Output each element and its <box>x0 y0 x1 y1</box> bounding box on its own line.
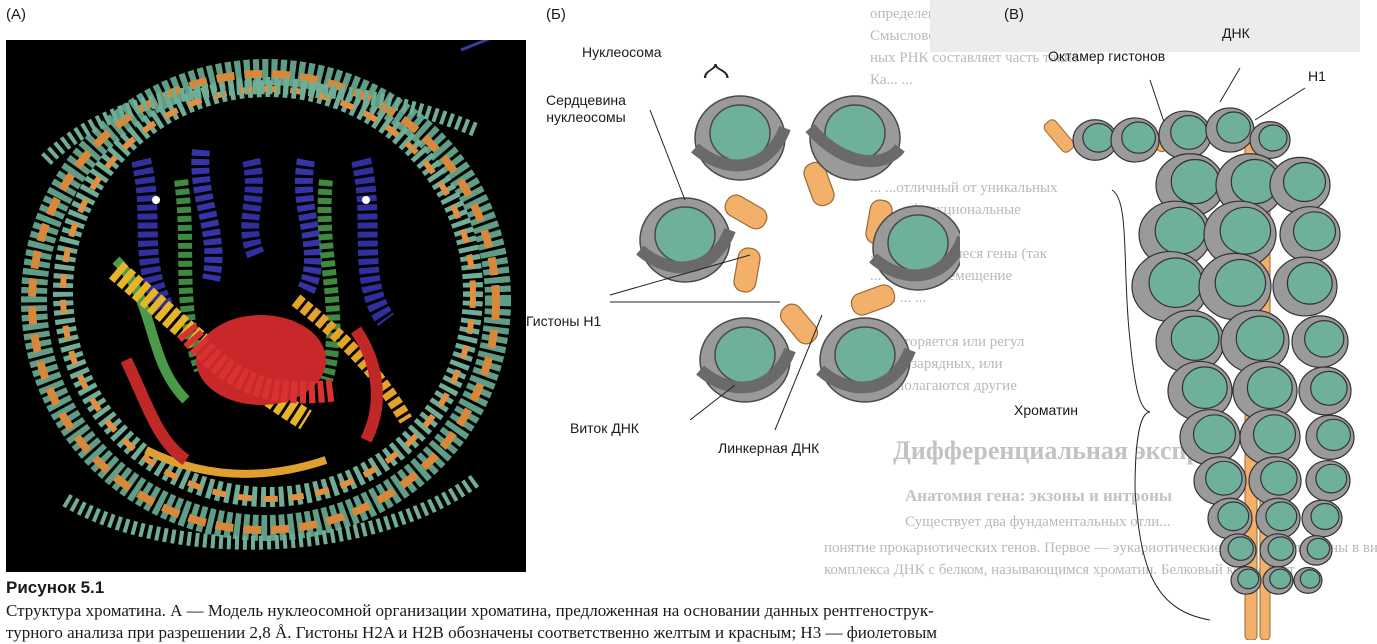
label-histones-h1: Гистоны H1 <box>526 313 601 330</box>
label-h1: H1 <box>1308 68 1326 85</box>
nucleosome-crystal-model-image <box>6 40 526 572</box>
chromatin-nucleosome <box>1159 111 1211 159</box>
chromatin-nucleosome <box>1299 367 1351 415</box>
chromatin-nucleosome <box>1240 410 1300 465</box>
label-nucleosome-core: Сердцевина нуклеосомы <box>546 92 626 126</box>
chromatin-nucleosome <box>1300 536 1332 565</box>
chromatin-fiber-diagram <box>1000 40 1377 640</box>
chromatin-nucleosome <box>1256 498 1300 538</box>
chromatin-nucleosome <box>1111 118 1159 162</box>
chromatin-nucleosome <box>1249 457 1301 505</box>
label-nucleosome: Нуклеосома <box>582 44 662 61</box>
figure-title: Рисунок 5.1 <box>6 578 104 598</box>
chromatin-nucleosome <box>1208 498 1252 538</box>
chromatin-nucleosome <box>1231 567 1261 595</box>
nucleosome-fiber-diagram <box>600 40 960 440</box>
chromatin-nucleosome <box>1280 207 1340 262</box>
chromatin-nucleosome <box>1306 415 1354 459</box>
chromatin-nucleosome <box>1294 568 1322 594</box>
label-dna-coil: Виток ДНК <box>570 420 639 437</box>
chromatin-nucleosome <box>1206 108 1254 152</box>
chromatin-nucleosome <box>1273 257 1337 316</box>
chromatin-nucleosome <box>1260 534 1296 567</box>
panel-label-b: (Б) <box>546 6 566 23</box>
chromatin-nucleosome <box>1306 461 1350 501</box>
chromatin-nucleosome <box>1250 122 1290 159</box>
chromatin-nucleosome <box>1180 410 1240 465</box>
chromatin-nucleosome <box>1270 157 1330 212</box>
label-histone-octamer: Октамер гистонов <box>1048 48 1165 65</box>
label-nucleosome-core-line2: нуклеосомы <box>546 109 626 126</box>
chromatin-nucleosome <box>1194 457 1246 505</box>
chromatin-nucleosome <box>1199 253 1271 319</box>
chromatin-nucleosome <box>1302 500 1342 537</box>
panel-label-a: (А) <box>6 6 26 23</box>
figure-caption: Структура хроматина. А — Модель нуклеосо… <box>6 600 1366 644</box>
chromatin-nucleosome <box>1292 316 1348 368</box>
chromatin-nucleosome <box>1263 567 1293 595</box>
label-dna: ДНК <box>1222 25 1250 42</box>
label-nucleosome-core-line1: Сердцевина <box>546 92 626 109</box>
figure-caption-line1: Структура хроматина. А — Модель нуклеосо… <box>6 600 1366 622</box>
chromatin-nucleosome <box>1220 534 1256 567</box>
label-chromatin: Хроматин <box>1014 402 1078 419</box>
label-linker-dna: Линкерная ДНК <box>718 440 819 457</box>
figure-caption-line2: турного анализа при разрешении 2,8 Å. Ги… <box>6 622 1366 644</box>
panel-label-c: (В) <box>1004 6 1024 23</box>
